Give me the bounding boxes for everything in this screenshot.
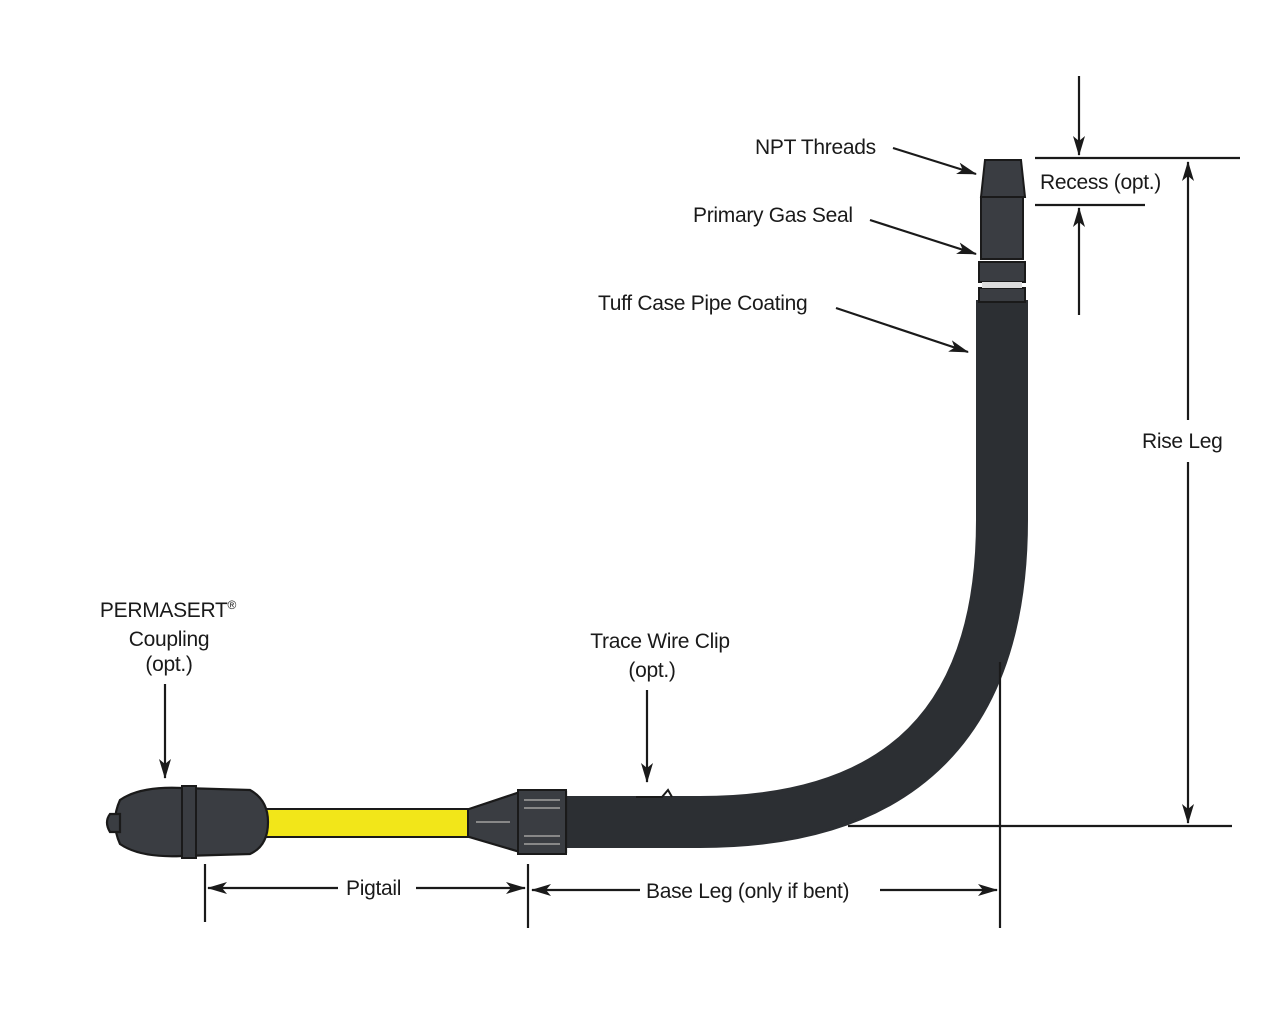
pigtail-pipe bbox=[265, 808, 469, 838]
base-leg-label: Base Leg (only if bent) bbox=[646, 880, 849, 903]
base-leg-dimension bbox=[531, 662, 1002, 928]
trace-wire-clip bbox=[636, 788, 673, 798]
permasert-label-coupling: Coupling bbox=[129, 628, 210, 651]
tuff-case-leader bbox=[835, 306, 969, 354]
trace-wire-label-opt: (opt.) bbox=[628, 659, 675, 682]
permasert-coupling bbox=[105, 785, 270, 859]
primary-gas-seal-label: Primary Gas Seal bbox=[693, 204, 853, 227]
recess-label: Recess (opt.) bbox=[1040, 171, 1161, 194]
tuff-case-label: Tuff Case Pipe Coating bbox=[598, 292, 807, 315]
primary-gas-seal-leader bbox=[869, 218, 977, 256]
permasert-label: PERMASERT® bbox=[100, 598, 237, 622]
npt-threads-label: NPT Threads bbox=[755, 136, 876, 159]
trace-wire-label: Trace Wire Clip bbox=[590, 630, 729, 653]
pigtail-dimension bbox=[203, 864, 530, 928]
permasert-label-opt: (opt.) bbox=[145, 653, 192, 676]
riser-pipe bbox=[562, 300, 1028, 848]
recess-dimension bbox=[1035, 76, 1240, 315]
rise-leg-dimension bbox=[848, 161, 1232, 828]
pigtail-label: Pigtail bbox=[346, 877, 401, 900]
transition-fitting bbox=[464, 789, 568, 855]
riser-top-fitting bbox=[978, 159, 1027, 303]
npt-threads-leader bbox=[892, 146, 977, 176]
rise-leg-label: Rise Leg bbox=[1142, 430, 1222, 453]
